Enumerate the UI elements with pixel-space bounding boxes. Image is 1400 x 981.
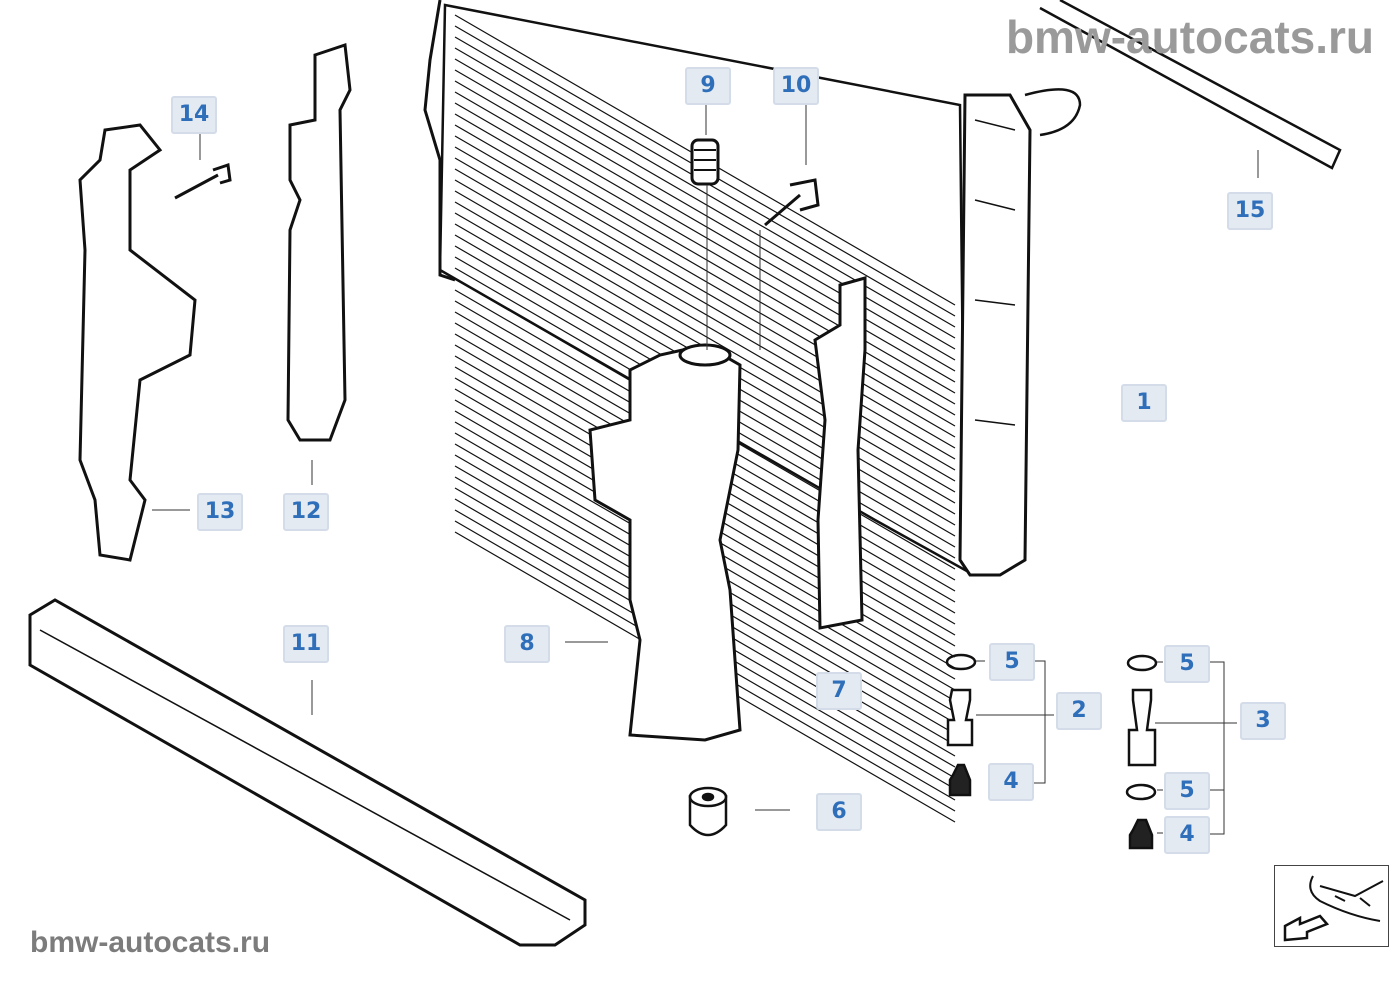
radiator-fin xyxy=(454,190,956,482)
callout-15[interactable]: 15 xyxy=(1227,192,1273,230)
callout-5[interactable]: 5 xyxy=(1164,772,1210,810)
plug-4-part xyxy=(948,763,972,797)
radiator-fin xyxy=(454,146,956,438)
callout-5[interactable]: 5 xyxy=(989,643,1035,681)
air-duct-11-part xyxy=(28,598,587,947)
callout-9[interactable]: 9 xyxy=(685,67,731,105)
radiator-fin xyxy=(454,113,956,405)
radiator-fin xyxy=(454,80,956,372)
radiator-fin xyxy=(454,168,956,460)
drain-plug-3-part xyxy=(1127,688,1157,767)
bracket-13-part xyxy=(78,123,197,562)
watermark-top: bmw-autocats.ru xyxy=(1005,11,1374,63)
radiator-fin xyxy=(454,69,956,361)
bracket-7-part xyxy=(813,276,867,630)
callout-2[interactable]: 2 xyxy=(1056,692,1102,730)
callout-13[interactable]: 13 xyxy=(197,493,243,531)
watermark-bottom: bmw-autocats.ru xyxy=(30,926,271,959)
radiator-fin xyxy=(454,47,956,339)
callout-8[interactable]: 8 xyxy=(504,625,550,663)
expansion-tank-part xyxy=(588,343,742,742)
seal-ring-part xyxy=(1125,783,1157,801)
radiator-fin xyxy=(454,179,956,471)
screw-10-part xyxy=(764,178,820,227)
plug-4-part xyxy=(1128,818,1154,850)
bracket-12-part xyxy=(286,42,352,442)
radiator-fin xyxy=(454,58,956,350)
callout-6[interactable]: 6 xyxy=(816,793,862,831)
car-front-arrow-icon xyxy=(1283,875,1384,942)
callout-14[interactable]: 14 xyxy=(171,96,217,134)
radiator-fin xyxy=(454,91,956,383)
leader-lines xyxy=(152,101,1259,835)
screw-14-part xyxy=(174,163,232,200)
callout-10[interactable]: 10 xyxy=(773,67,819,105)
callout-4[interactable]: 4 xyxy=(988,763,1034,801)
radiator-part xyxy=(423,0,1082,823)
callout-4[interactable]: 4 xyxy=(1164,816,1210,854)
callout-7[interactable]: 7 xyxy=(816,672,862,710)
callout-11[interactable]: 11 xyxy=(283,625,329,663)
radiator-fin xyxy=(454,157,956,449)
seal-ring-part xyxy=(945,653,977,671)
seal-ring-part xyxy=(1126,654,1158,672)
hose-part xyxy=(1039,0,1342,170)
radiator-fin xyxy=(454,102,956,394)
nut-9-part xyxy=(690,138,720,186)
callout-12[interactable]: 12 xyxy=(283,493,329,531)
vehicle-location-thumbnail[interactable] xyxy=(1274,865,1389,947)
radiator-fin xyxy=(454,124,956,416)
callout-5[interactable]: 5 xyxy=(1164,645,1210,683)
radiator-fin xyxy=(454,135,956,427)
drain-plug-2-part xyxy=(946,688,974,747)
callout-3[interactable]: 3 xyxy=(1240,702,1286,740)
callout-1[interactable]: 1 xyxy=(1121,384,1167,422)
